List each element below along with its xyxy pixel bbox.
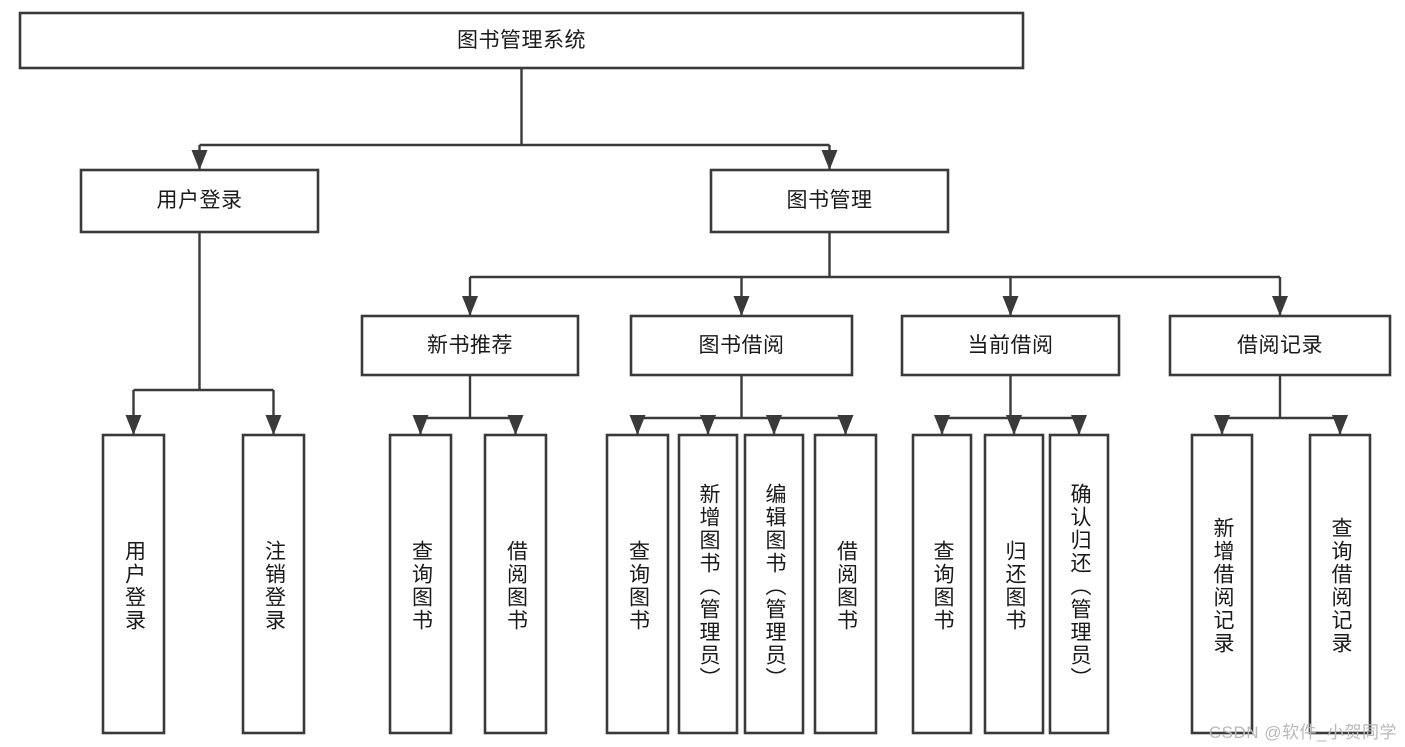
node-box-leaf-user-logout (241, 433, 306, 735)
node-box-leaf-confirm-return-admin (1048, 433, 1110, 735)
arrow-head-icon (821, 150, 838, 170)
node-box-user-login (79, 168, 320, 234)
arrow-head-icon (1332, 415, 1348, 435)
node-box-leaf-borrow-book-recommend (483, 433, 548, 735)
arrow-head-icon (837, 415, 854, 435)
arrow-head-icon (700, 415, 716, 435)
node-box-leaf-edit-book-admin (743, 433, 805, 735)
arrow-head-icon (1002, 296, 1019, 316)
arrow-head-icon (1272, 296, 1288, 316)
node-box-leaf-add-borrow-record (1190, 433, 1254, 735)
node-box-leaf-add-book-admin (677, 433, 739, 735)
arrow-head-icon (1214, 415, 1230, 435)
node-box-current-borrow (900, 314, 1121, 377)
node-box-leaf-query-book-borrow (605, 433, 670, 735)
node-box-leaf-borrow-book (813, 433, 878, 735)
watermark-text: CSDN @软件_小贺同学 (1208, 723, 1397, 742)
arrow-head-icon (191, 150, 208, 170)
node-box-leaf-query-book-current (911, 433, 973, 735)
arrow-head-icon (733, 296, 750, 316)
arrow-head-icon (265, 415, 282, 435)
arrow-head-icon (462, 296, 478, 316)
node-box-borrow-records (1168, 314, 1392, 377)
arrow-head-icon (412, 415, 429, 435)
arrow-head-icon (507, 415, 524, 435)
node-box-new-book-recommend (360, 314, 580, 377)
arrow-head-icon (629, 415, 646, 435)
node-box-book-borrow (629, 314, 854, 377)
node-box-leaf-user-login (101, 433, 166, 735)
node-box-root (18, 11, 1025, 70)
arrow-head-icon (1006, 415, 1022, 435)
arrow-head-icon (125, 415, 142, 435)
arrow-head-icon (1071, 415, 1087, 435)
node-box-leaf-query-book-recommend (388, 433, 453, 735)
arrow-head-icon (766, 415, 782, 435)
node-box-leaf-return-book (983, 433, 1045, 735)
node-box-leaf-query-borrow-record (1308, 433, 1372, 735)
node-box-book-management (709, 168, 950, 234)
arrow-head-icon (934, 415, 950, 435)
